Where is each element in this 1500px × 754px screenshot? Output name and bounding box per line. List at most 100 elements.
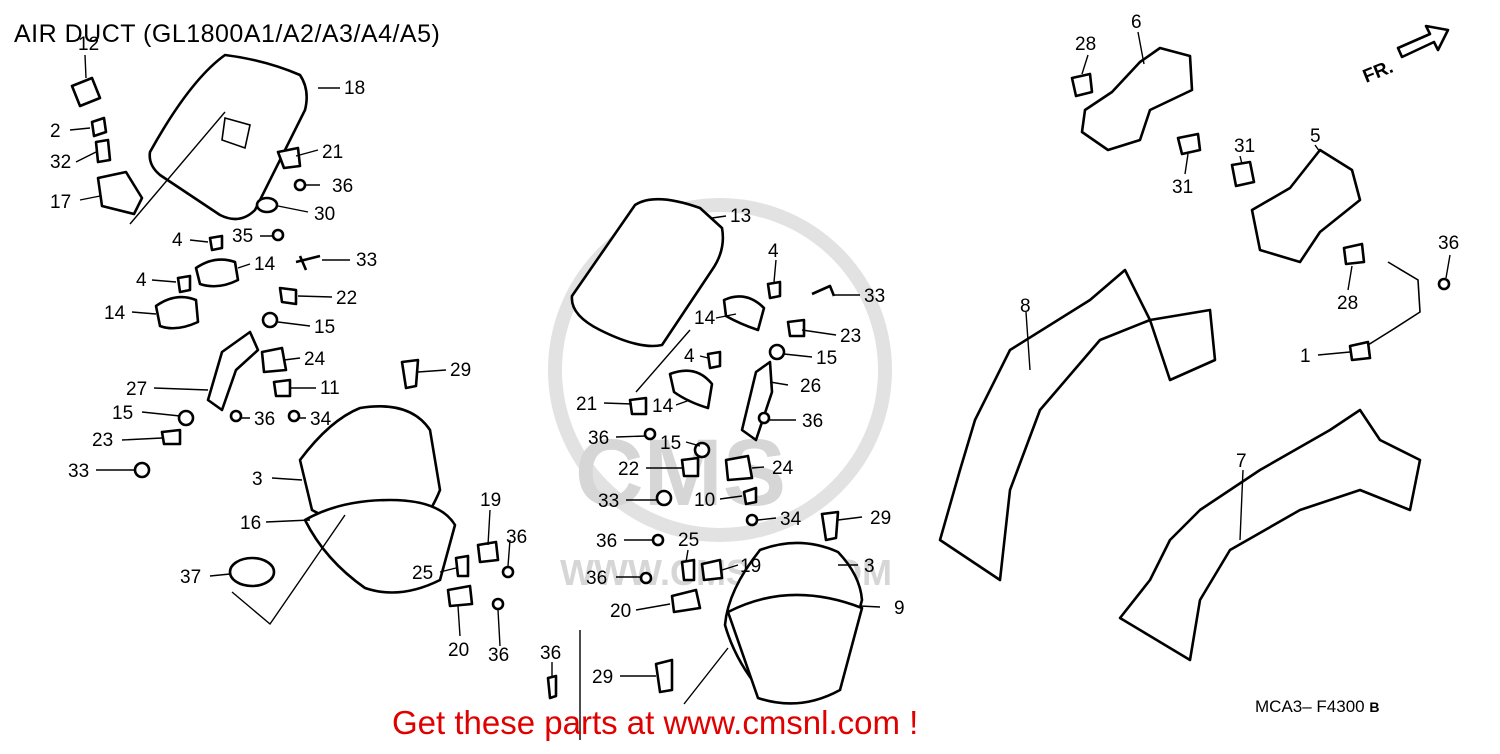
rubber-24b (724, 454, 754, 482)
reference-code-text: MCA3– F4300 (1255, 697, 1365, 716)
callout-15: 15 (314, 317, 335, 338)
callout-17: 17 (50, 192, 71, 213)
leader-lines (69, 31, 1451, 677)
collar-15c (768, 343, 786, 361)
callout-labels: 12 18 2 32 17 21 36 30 4 35 14 33 4 22 1… (50, 12, 1459, 688)
sensor-1-cable (1359, 261, 1421, 351)
callout-34: 34 (780, 509, 802, 530)
front-arrow-icon (1396, 24, 1450, 59)
case-9 (726, 593, 864, 705)
lid-13 (570, 197, 725, 348)
callout-36: 36 (586, 568, 607, 589)
callout-11: 11 (320, 378, 340, 399)
lid-18-latch (221, 116, 251, 150)
callout-18: 18 (344, 78, 365, 99)
callout-28: 28 (1075, 34, 1096, 55)
spring-23a (160, 428, 182, 446)
spring-2 (90, 116, 108, 138)
callout-3: 3 (252, 469, 263, 490)
callout-8: 8 (1020, 296, 1031, 317)
bolt-36f (757, 411, 771, 425)
callout-26: 26 (800, 376, 821, 397)
collar-15d (693, 441, 711, 459)
callout-19: 19 (480, 490, 501, 511)
cap-12 (70, 76, 102, 108)
bolt-36i (639, 571, 653, 585)
clip-29c (654, 658, 674, 694)
front-direction-indicator: FR. (1360, 24, 1450, 88)
collar-15b (177, 409, 195, 427)
clip-20a (446, 584, 474, 608)
cta-link[interactable]: Get these parts at www.cmsnl.com ! (392, 704, 919, 741)
callout-33: 33 (864, 286, 885, 307)
rubber-24a (260, 346, 288, 374)
callout-29: 29 (592, 667, 613, 688)
callout-24: 24 (772, 458, 794, 479)
callout-9: 9 (894, 598, 905, 619)
stay-26 (740, 360, 774, 442)
callout-36: 36 (540, 643, 561, 664)
clip-19a (476, 540, 500, 564)
grommet-28a (1070, 72, 1094, 98)
bolt-36g (643, 427, 657, 441)
callout-1: 1 (1300, 346, 1311, 367)
nut-34a (287, 409, 301, 423)
callout-15: 15 (660, 433, 681, 454)
spring-22b (680, 456, 700, 478)
bracket-14c (722, 295, 766, 332)
clip-31a (1176, 132, 1202, 156)
nut-4a (208, 234, 224, 252)
duct-8 (938, 268, 1217, 582)
spring-23b (786, 318, 806, 338)
grommet-28b (1342, 242, 1366, 266)
pin-32 (94, 138, 112, 164)
bolt-36a (293, 178, 307, 192)
callout-14: 14 (694, 308, 716, 329)
bolt-36c (501, 565, 515, 579)
callout-29: 29 (870, 508, 891, 529)
callout-16: 16 (240, 513, 261, 534)
callout-35: 35 (232, 226, 253, 247)
watermark: CMS WWW.CMSNL.COM (548, 198, 892, 593)
callout-15: 15 (112, 403, 133, 424)
callout-34: 34 (310, 409, 332, 430)
clip-19b (700, 558, 724, 582)
callout-31: 31 (1234, 136, 1255, 157)
clip-29b (820, 510, 840, 542)
clip-21b (628, 396, 648, 416)
callout-4: 4 (768, 241, 779, 262)
front-label: FR. (1360, 57, 1396, 88)
clip-29a (400, 358, 420, 390)
callout-20: 20 (448, 640, 469, 661)
collar-15a (261, 311, 279, 329)
callout-2: 2 (50, 121, 61, 142)
callout-33: 33 (598, 491, 619, 512)
bolt-36j (1437, 277, 1451, 291)
bolt-35 (271, 228, 285, 242)
callout-20: 20 (610, 601, 631, 622)
spring-22a (278, 286, 298, 306)
bolt-36e (546, 674, 558, 700)
callout-6: 6 (1131, 12, 1142, 33)
washer-30 (255, 196, 279, 214)
callout-36: 36 (802, 411, 823, 432)
callout-23: 23 (840, 326, 861, 347)
callout-33: 33 (68, 461, 89, 482)
nut-4d (706, 350, 722, 370)
callout-21: 21 (322, 142, 343, 163)
callout-4: 4 (684, 346, 695, 367)
callout-23: 23 (92, 430, 113, 451)
bracket-14b (154, 295, 200, 330)
bolt-36d (491, 597, 505, 611)
duct-assembly (938, 46, 1451, 662)
cap-37 (228, 556, 276, 588)
stay-27 (206, 330, 260, 412)
nut-34b (745, 513, 759, 527)
callout-27: 27 (126, 379, 147, 400)
callout-21: 21 (576, 394, 597, 415)
callout-7: 7 (1236, 451, 1247, 472)
callout-22: 22 (618, 459, 639, 480)
callout-28: 28 (1337, 293, 1358, 314)
